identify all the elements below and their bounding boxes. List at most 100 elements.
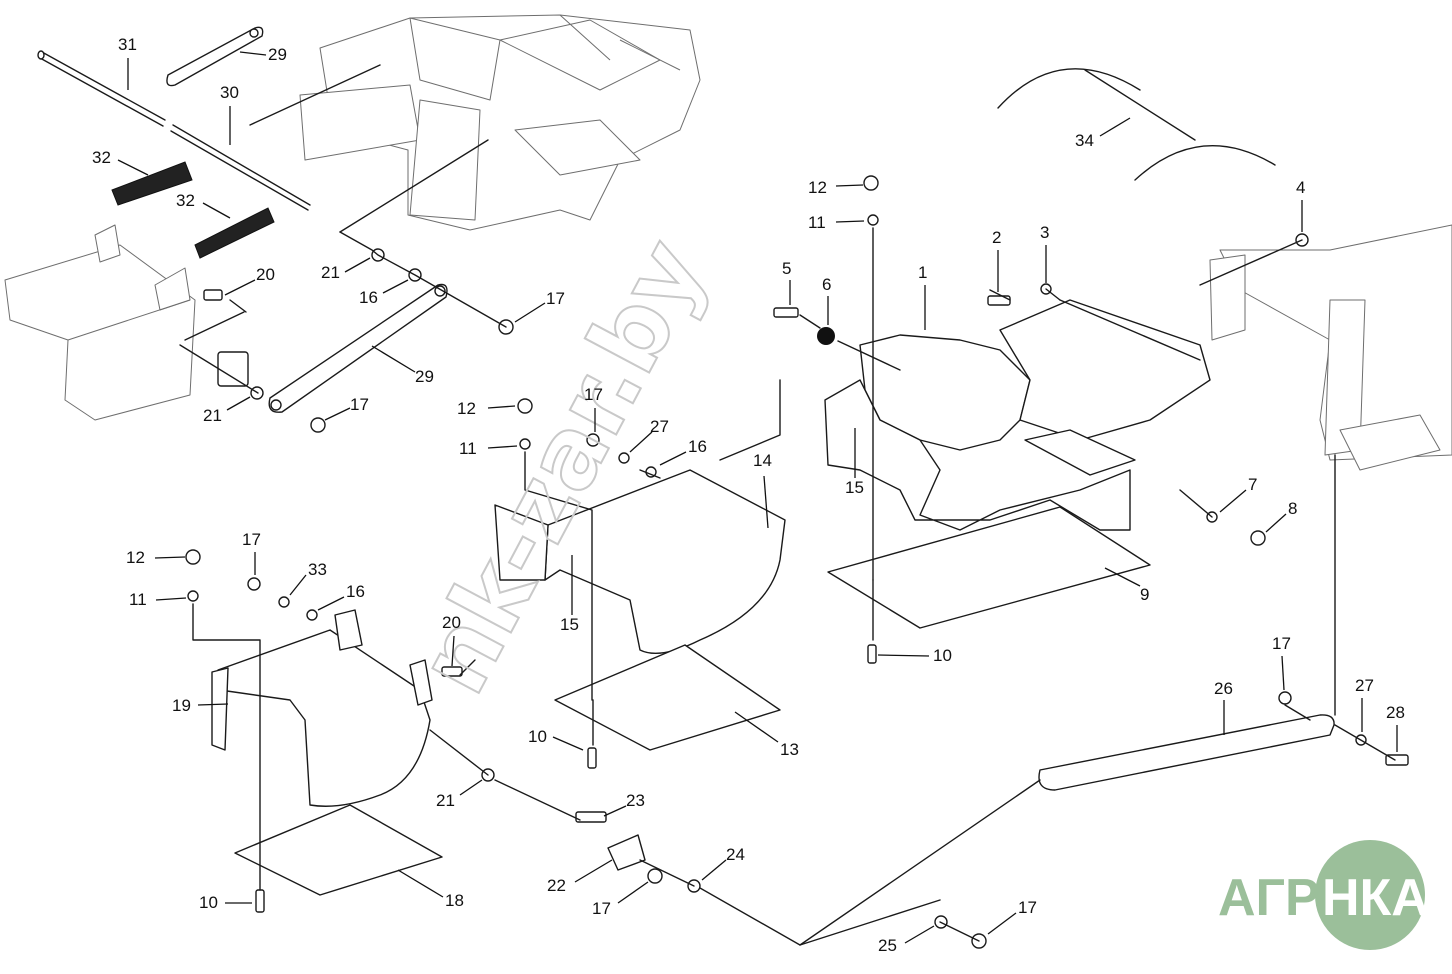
callout-31: 31	[118, 35, 137, 90]
handle-34	[997, 68, 1276, 181]
callout-number: 11	[808, 213, 826, 232]
callout-leader-line	[1219, 489, 1247, 513]
callout-number: 14	[753, 451, 772, 470]
callout-leader-line	[763, 475, 769, 529]
callout-number: 28	[1386, 703, 1405, 722]
agronka-logo: АГРО НКА	[1218, 840, 1429, 950]
callout-leader-line	[202, 202, 231, 219]
callout-29: 29	[239, 45, 287, 64]
logo-text-right: НКА	[1322, 869, 1429, 927]
callout-leader-line	[574, 859, 613, 883]
callout-number: 17	[584, 385, 603, 404]
callout-21: 21	[321, 257, 371, 282]
callout-17: 17	[592, 881, 649, 918]
callout-number: 19	[172, 696, 191, 715]
callout-number: 21	[436, 791, 455, 810]
callout-21: 21	[436, 779, 483, 810]
callout-number: 23	[626, 791, 645, 810]
callout-number: 16	[359, 288, 378, 307]
callout-14: 14	[753, 451, 772, 529]
callout-leader-line	[459, 779, 483, 796]
callout-number: 27	[1355, 676, 1374, 695]
callout-leader-line	[324, 407, 351, 421]
guard-14	[494, 469, 786, 655]
callout-13: 13	[734, 711, 799, 759]
callout-34: 34	[1075, 117, 1131, 150]
callout-leader-line	[317, 596, 345, 611]
callout-leader-line	[987, 912, 1017, 935]
callout-number: 1	[918, 263, 927, 282]
callout-9: 9	[1104, 567, 1149, 604]
callout-number: 4	[1296, 178, 1305, 197]
callout-leader-line	[1099, 117, 1131, 137]
callout-leader-line	[835, 220, 865, 223]
callout-11: 11	[129, 590, 187, 609]
callout-33: 33	[289, 560, 327, 596]
callout-17: 17	[242, 530, 261, 575]
callout-leader-line	[289, 574, 307, 596]
callout-number: 13	[780, 740, 799, 759]
callout-leader-line	[239, 51, 267, 56]
callout-17: 17	[1272, 634, 1291, 691]
callout-30: 30	[220, 83, 239, 145]
callout-number: 17	[1272, 634, 1291, 653]
spring-32-lower	[194, 207, 275, 259]
callout-leader-line	[701, 859, 727, 881]
callout-11: 11	[459, 439, 518, 458]
callout-number: 10	[933, 646, 952, 665]
callout-29: 29	[371, 345, 434, 386]
housing-19	[211, 609, 433, 807]
callout-26: 26	[1214, 679, 1233, 735]
callout-leader-line	[117, 159, 149, 176]
callout-number: 21	[321, 263, 340, 282]
callout-leader-line	[155, 597, 187, 601]
callout-17: 17	[584, 385, 603, 432]
callout-27: 27	[629, 417, 669, 453]
link-26	[1038, 714, 1335, 791]
callout-12: 12	[126, 548, 186, 567]
callout-number: 11	[459, 439, 477, 458]
callout-7: 7	[1219, 475, 1257, 513]
callout-leader-line	[603, 805, 627, 817]
frame-top-assembly	[299, 14, 701, 231]
assembly-lines	[179, 64, 1396, 946]
frame-left-assembly	[4, 224, 196, 421]
callout-number: 7	[1248, 475, 1257, 494]
callout-18: 18	[397, 869, 464, 910]
callout-leader-line	[344, 257, 371, 273]
callout-number: 12	[126, 548, 145, 567]
callout-number: 32	[92, 148, 111, 167]
callout-leader-line	[224, 279, 256, 296]
callout-number: 16	[346, 582, 365, 601]
callout-8: 8	[1265, 499, 1297, 533]
callout-number: 33	[308, 560, 327, 579]
link-29-top	[166, 26, 264, 87]
callout-4: 4	[1296, 178, 1305, 232]
callout-number: 30	[220, 83, 239, 102]
callout-leader-line	[629, 431, 653, 453]
callout-leader-line	[835, 184, 864, 187]
callout-number: 17	[592, 899, 611, 918]
callout-16: 16	[659, 437, 707, 466]
callout-number: 10	[528, 727, 547, 746]
callout-number: 17	[242, 530, 261, 549]
callout-number: 29	[268, 45, 287, 64]
callout-25: 25	[878, 925, 935, 955]
callout-number: 5	[782, 259, 791, 278]
callout-12: 12	[808, 178, 864, 197]
callout-number: 15	[845, 478, 864, 497]
callout-10: 10	[199, 893, 252, 912]
callout-leader-line	[154, 556, 186, 559]
callout-number: 17	[350, 395, 369, 414]
callout-11: 11	[808, 213, 865, 232]
callout-12: 12	[457, 399, 516, 418]
callout-leader-line	[487, 405, 516, 409]
callout-6: 6	[822, 275, 831, 325]
callout-leader-line	[552, 736, 584, 751]
callout-32: 32	[176, 191, 231, 219]
callout-number: 15	[560, 615, 579, 634]
frame-right-assembly	[1209, 224, 1452, 471]
callout-17: 17	[514, 289, 565, 323]
callout-leader-line	[226, 396, 251, 411]
